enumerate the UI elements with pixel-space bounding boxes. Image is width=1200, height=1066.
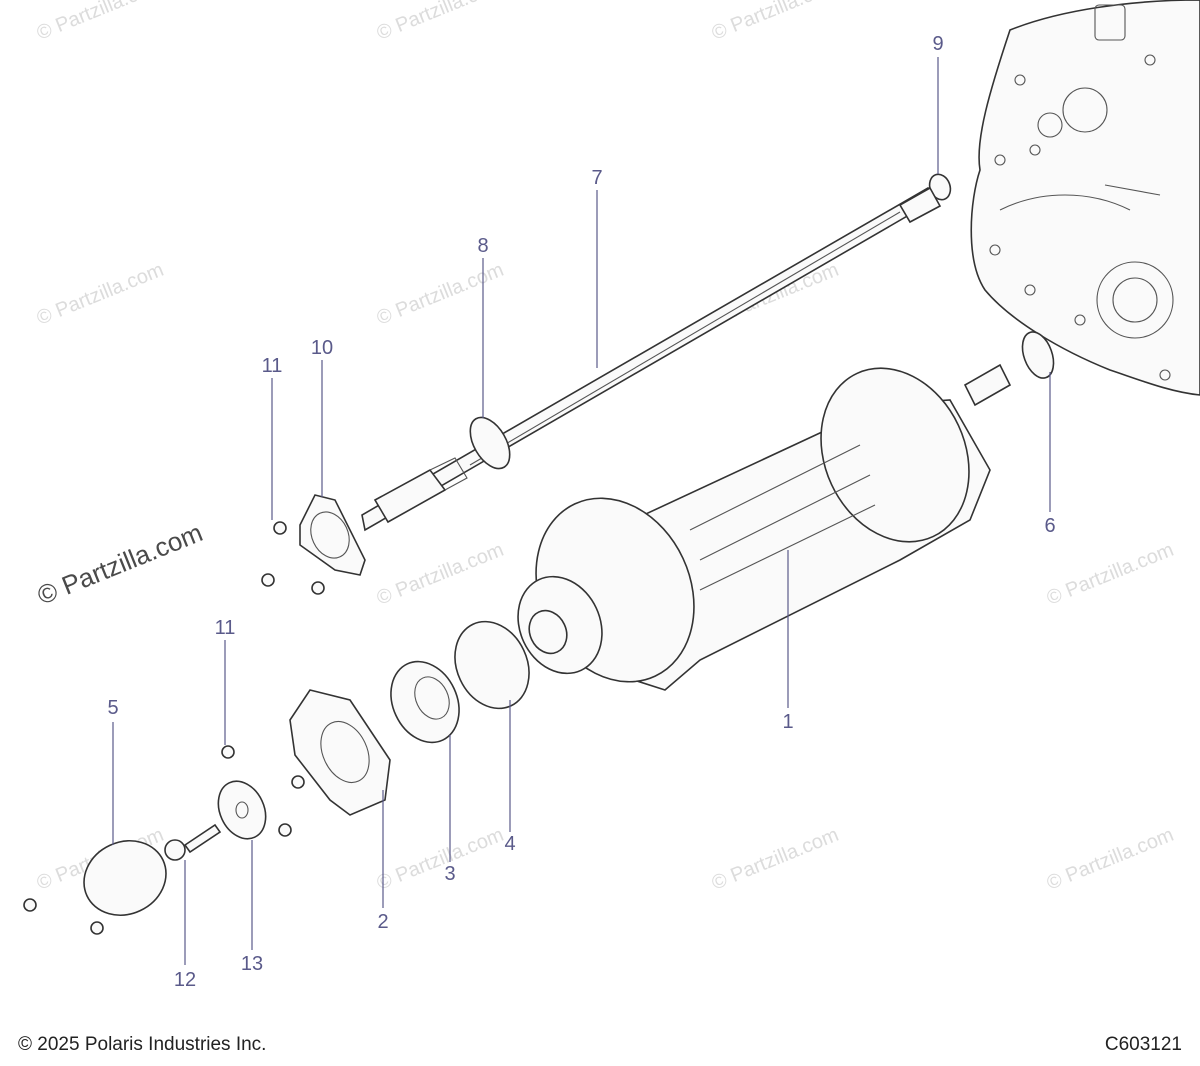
- watermark: © Partzilla.com: [1044, 824, 1177, 895]
- diagram-code: C603121: [1104, 1034, 1182, 1055]
- copyright-text: © 2025 Polaris Industries Inc.: [18, 1034, 267, 1055]
- watermark: © Partzilla.com: [709, 824, 842, 895]
- watermark: © Partzilla.com: [374, 539, 507, 610]
- callout-7: 7: [591, 167, 602, 189]
- callout-10: 10: [311, 337, 333, 359]
- watermark: © Partzilla.com: [34, 259, 167, 330]
- callout-12: 12: [174, 969, 196, 991]
- watermark: © Partzilla.com: [374, 259, 507, 330]
- watermark: © Partzilla.com: [33, 517, 207, 610]
- bolt-part-5: [23, 898, 37, 912]
- bolt-part-11: [291, 775, 305, 789]
- bolt-part-12: [164, 823, 222, 861]
- bolt-part-11: [273, 521, 287, 535]
- callout-8: 8: [477, 235, 488, 257]
- watermark: © Partzilla.com: [374, 824, 507, 895]
- watermark: © Partzilla.com: [1044, 539, 1177, 610]
- bolt-part-11: [278, 823, 292, 837]
- callout-11: 11: [262, 355, 283, 377]
- cover-part-5: [83, 840, 167, 916]
- callout-13: 13: [241, 953, 263, 975]
- gearcase-housing: [970, 0, 1200, 396]
- callout-3: 3: [444, 863, 455, 885]
- bearing-part-8: [469, 416, 511, 470]
- callout-11: 11: [215, 617, 236, 639]
- snap-ring-part-6: [1021, 331, 1055, 379]
- watermark: © Partzilla.com: [34, 0, 167, 45]
- callout-5: 5: [107, 697, 118, 719]
- callout-6: 6: [1044, 515, 1055, 537]
- callout-9: 9: [932, 33, 943, 55]
- bolt-part-11: [221, 745, 235, 759]
- bearing-housing-part-2: [289, 689, 391, 816]
- leader-lines: [112, 57, 1051, 965]
- callout-1: 1: [782, 711, 793, 733]
- callout-2: 2: [377, 911, 388, 933]
- snap-ring-part-4: [454, 620, 530, 710]
- seal-part-3: [390, 660, 460, 744]
- bolt-part-11: [261, 573, 275, 587]
- bearing-flange-part-10: [299, 494, 366, 576]
- bolt-part-11: [311, 581, 325, 595]
- track-drive-sprocket-part-1: [517, 363, 1012, 691]
- callout-4: 4: [504, 833, 515, 855]
- watermark: © Partzilla.com: [374, 0, 507, 45]
- washer-part-13: [217, 780, 267, 840]
- callout-labels: 9 7 8 10 11 6 1 11 4 3 2 5 13 12: [107, 33, 1055, 991]
- bolt-part-5: [90, 921, 104, 935]
- watermark: © Partzilla.com: [709, 0, 842, 45]
